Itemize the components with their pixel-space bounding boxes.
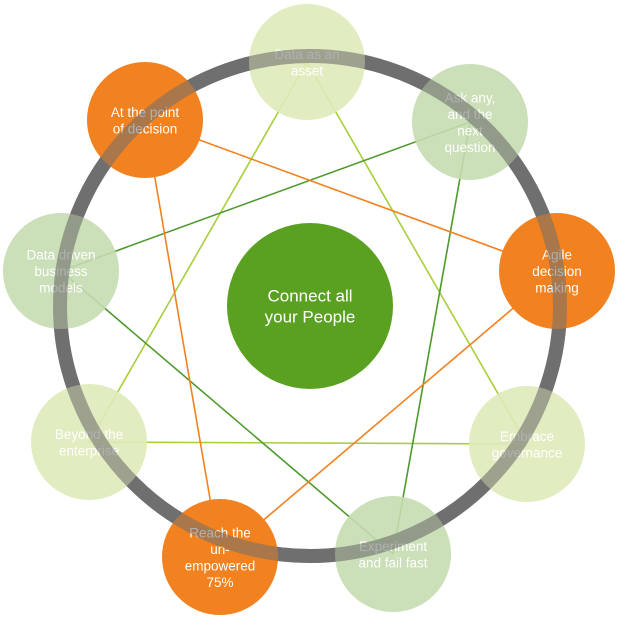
node-label-line: 75% — [206, 575, 233, 590]
connection-line-1 — [306, 61, 528, 445]
connection-line-3 — [88, 441, 528, 445]
connection-line-6 — [60, 270, 394, 555]
node-label-line: asset — [291, 63, 324, 78]
node-label-line: and fail fast — [358, 555, 427, 570]
connection-line-2 — [88, 61, 308, 443]
node-label-line: question — [444, 140, 495, 155]
connection-lines — [60, 61, 558, 558]
center-label-line: your People — [265, 308, 356, 327]
connection-line-5 — [60, 121, 471, 272]
connection-line-9 — [144, 119, 221, 558]
center-circle — [227, 223, 393, 389]
center-label-line: Connect all — [267, 287, 352, 306]
connection-line-8 — [144, 119, 558, 272]
connection-line-7 — [219, 270, 558, 558]
ring-overlay-track — [53, 49, 567, 563]
ring-overlay — [53, 49, 567, 563]
node-label-line: empowered — [185, 558, 256, 573]
connection-line-4 — [392, 121, 471, 555]
center-hub: Connect all your People — [227, 223, 393, 389]
